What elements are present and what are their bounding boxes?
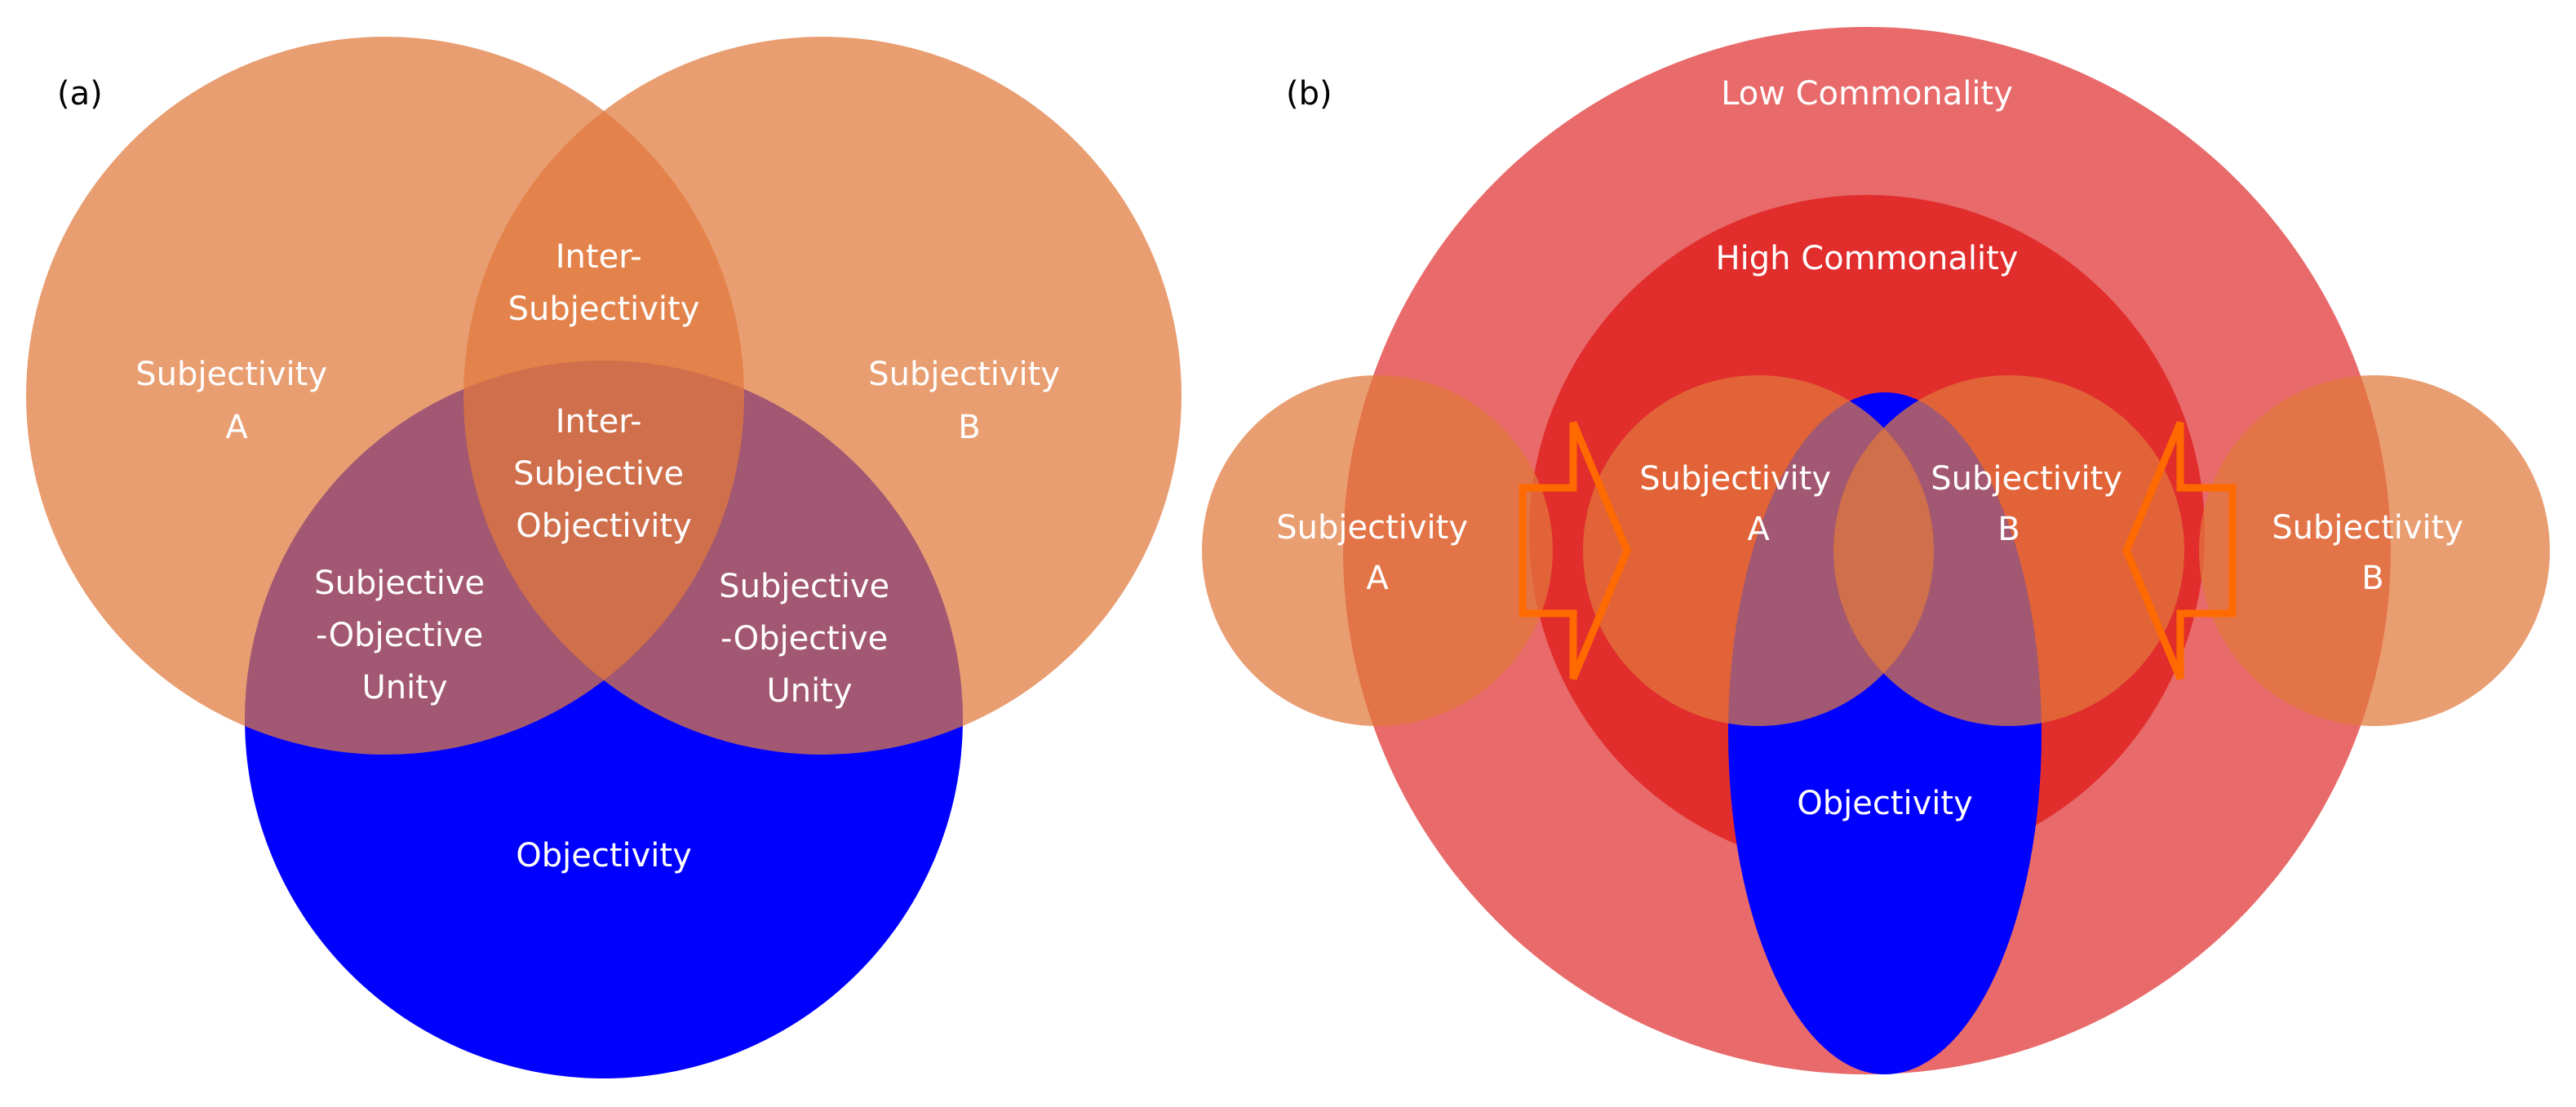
subjectivity-a-label: Subjectivity A: [135, 356, 338, 446]
panel-b-label: (b): [1286, 75, 1332, 113]
arrow-right-icon: [1519, 421, 1631, 680]
inner-subjectivity-a-label: Subjectivity A: [1639, 460, 1842, 548]
arrow-left-icon: [2122, 421, 2237, 680]
subjectivity-b-label: Subjectivity B: [868, 356, 1071, 446]
objectivity-label: Objectivity: [516, 837, 692, 875]
outer-subjectivity-b-label: Subjectivity B: [2272, 509, 2474, 597]
inner-subjectivity-a-circle: [1583, 375, 1934, 726]
outer-subjectivity-a-label: Subjectivity A: [1276, 509, 1479, 597]
subjective-objective-unity-left-label: Subjective -Objective Unity: [314, 565, 495, 706]
objectivity-label-b: Objectivity: [1797, 785, 1973, 822]
low-commonality-label: Low Commonality: [1721, 75, 2013, 113]
inner-subjectivity-b-label: Subjectivity B: [1931, 460, 2133, 548]
subjectivity-b-circle: [463, 37, 1182, 755]
panel-a: (a) Subjectivity A Subjectivity B Inter-…: [26, 37, 1182, 1078]
panel-a-label: (a): [57, 75, 103, 113]
panel-b: (b) Low Commonality High Commonality Sub…: [1202, 27, 2550, 1074]
high-commonality-label: High Commonality: [1716, 240, 2019, 277]
outer-subjectivity-a-circle: [1202, 375, 1553, 726]
subjective-objective-unity-right-label: Subjective -Objective Unity: [719, 568, 900, 710]
inner-subjectivity-b-circle: [1833, 375, 2184, 726]
outer-subjectivity-b-circle: [2199, 375, 2550, 726]
inter-subjective-objectivity-label: Inter- Subjective Objectivity: [513, 403, 694, 545]
inter-subjectivity-label: Inter- Subjectivity: [508, 238, 700, 328]
